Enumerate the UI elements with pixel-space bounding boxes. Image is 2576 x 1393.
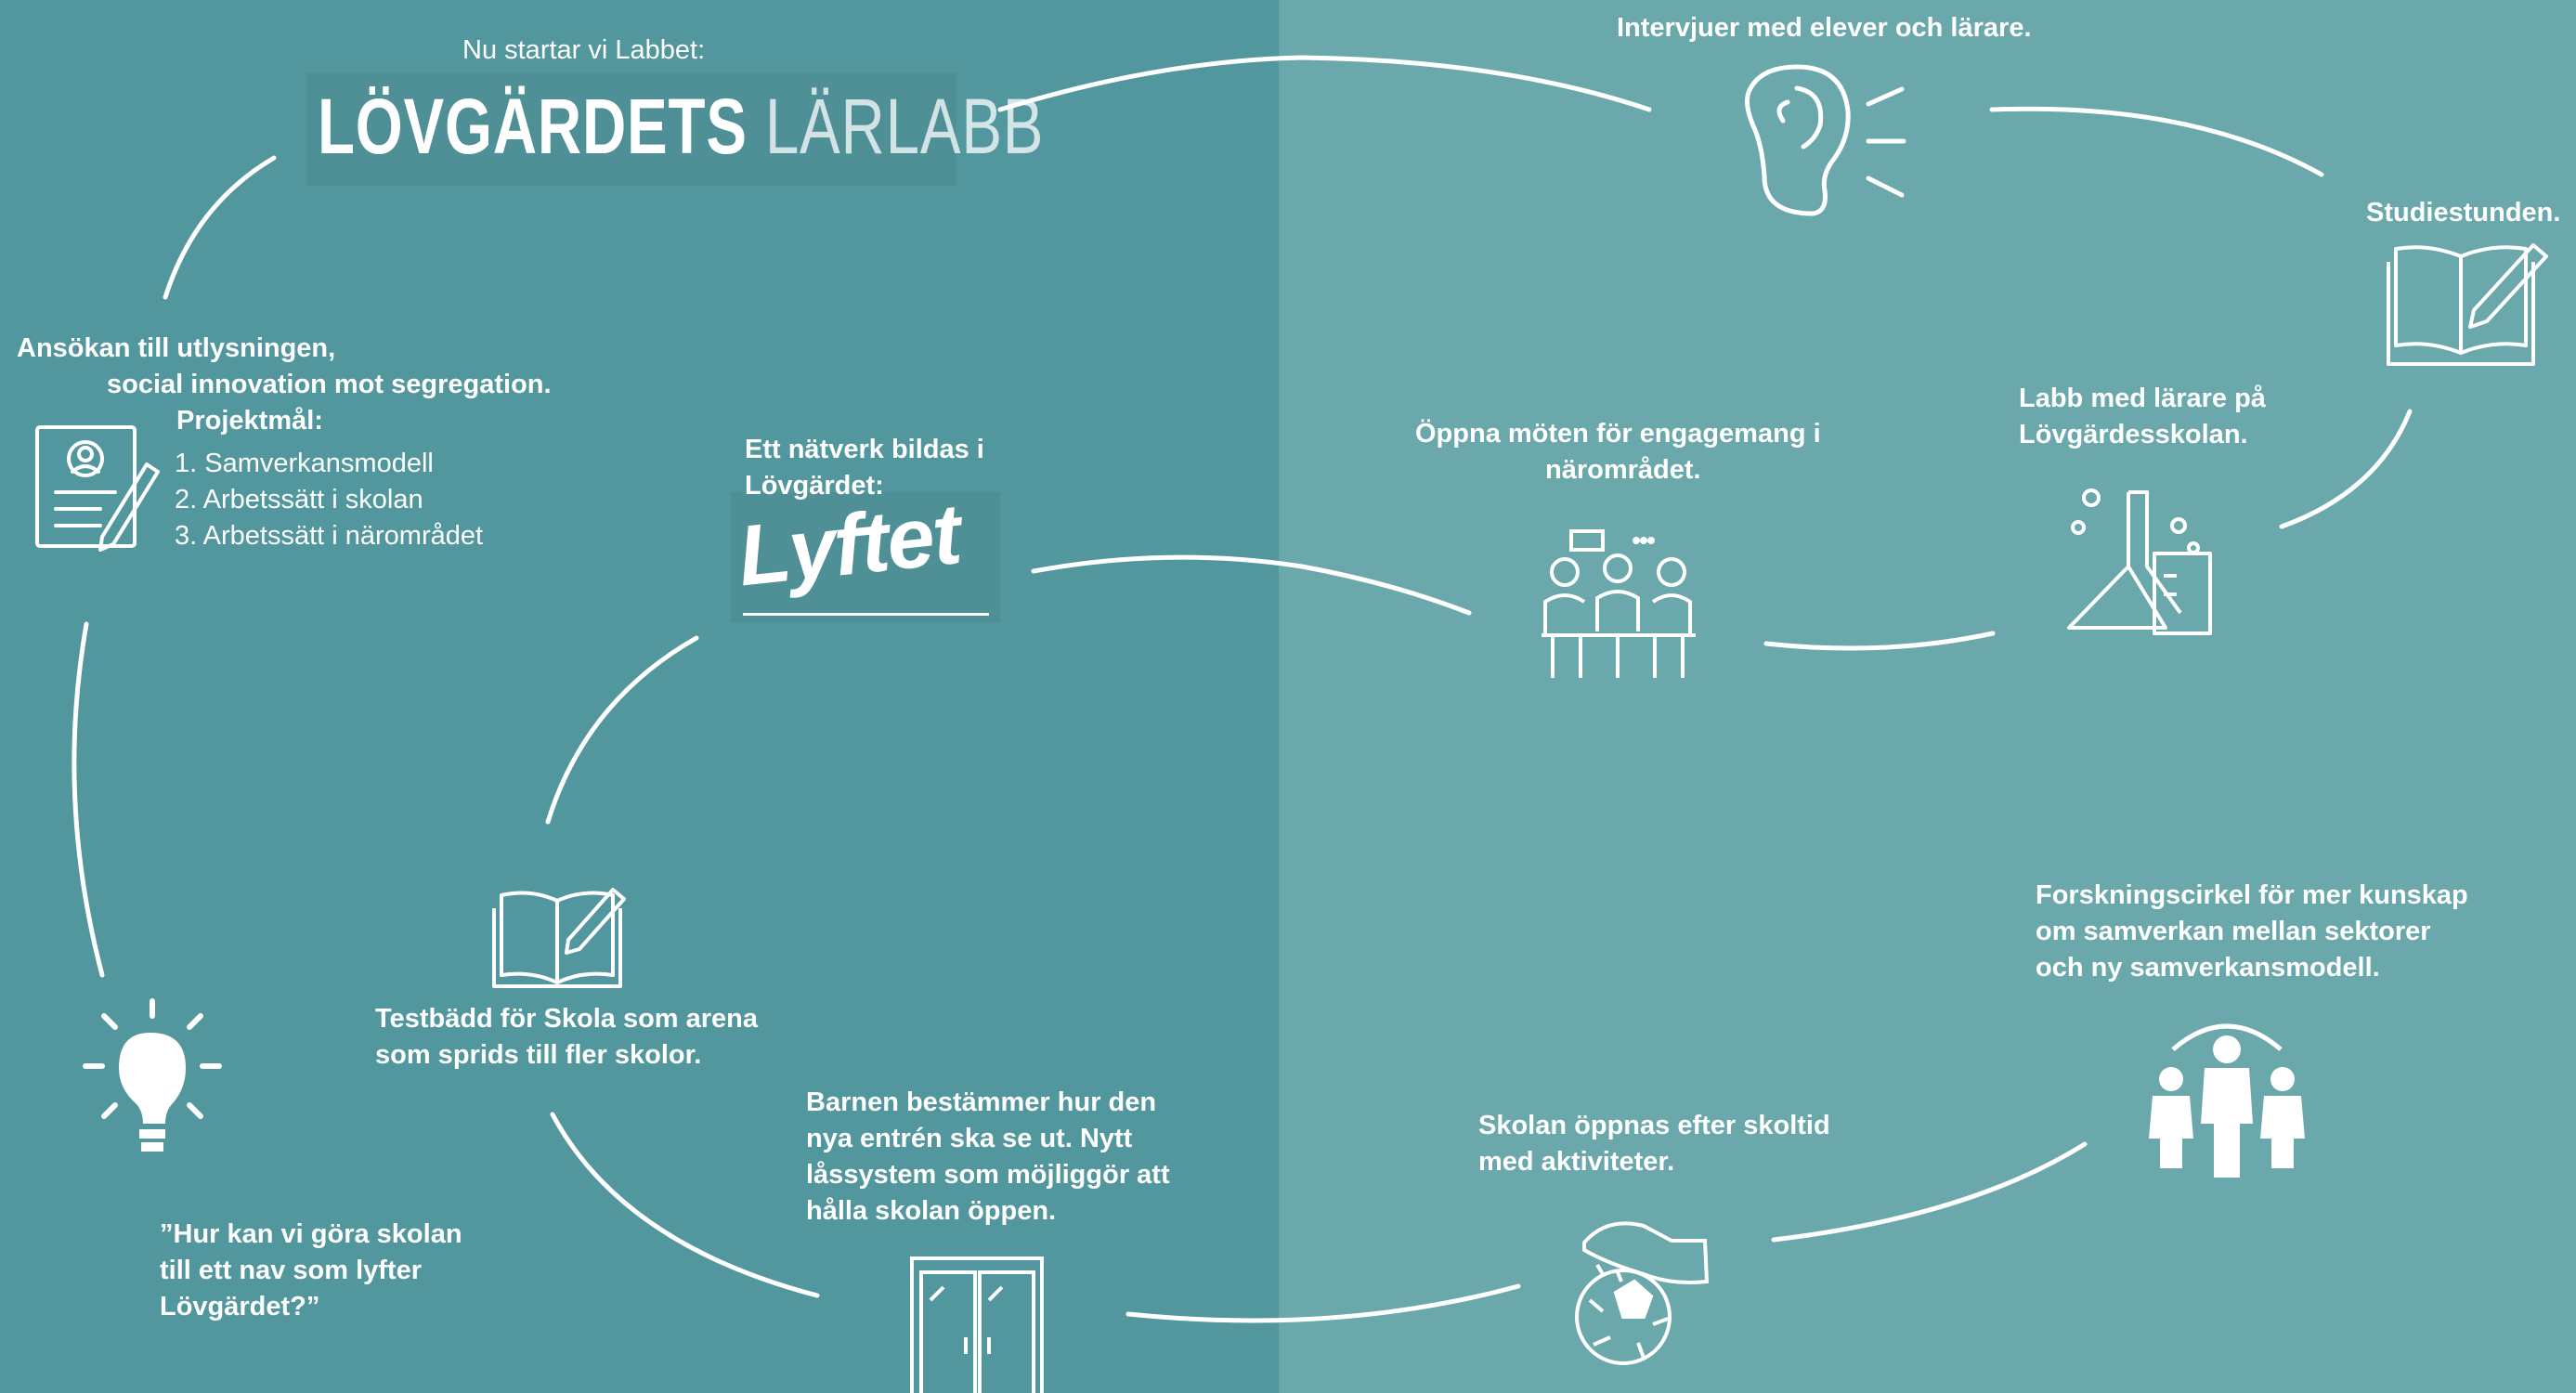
goal-3: 3. Arbetssätt i närområdet bbox=[175, 521, 484, 551]
lab-text-1: Labb med lärare på bbox=[2019, 384, 2266, 413]
open-book-pen-icon bbox=[2387, 243, 2548, 366]
network-text-2: Lövgärdet: bbox=[745, 471, 884, 501]
arc-logo-to-interviews bbox=[997, 55, 1652, 112]
arc-network-to-meetings bbox=[1031, 554, 1472, 616]
project-goals-heading: Projektmål: bbox=[176, 406, 323, 436]
logo-main-word: LÖVGÄRDETS bbox=[318, 83, 748, 170]
arc-interviews-to-studyhour bbox=[1989, 106, 2324, 177]
research-text-2: om samverkan mellan sektorer bbox=[2036, 917, 2431, 946]
arc-application-to-question bbox=[72, 621, 105, 978]
school-open-text-2: med aktiviteter. bbox=[1478, 1147, 1675, 1177]
arc-door-to-football bbox=[1125, 1283, 1521, 1323]
arc-question-to-testbed bbox=[550, 1112, 820, 1298]
application-text-2: social innovation mot segregation. bbox=[107, 370, 552, 399]
arc-football-to-team bbox=[1771, 1141, 2088, 1243]
testbed-text-1: Testbädd för Skola som arena bbox=[375, 1004, 759, 1034]
question-text-3: Lövgärdet?” bbox=[160, 1292, 320, 1321]
children-text-2: nya entrén ska se ut. Nytt bbox=[806, 1124, 1133, 1153]
study-hour-text: Studiestunden. bbox=[2366, 198, 2561, 228]
meeting-icon bbox=[1542, 529, 1696, 678]
research-text-1: Forskningscirkel för mer kunskap bbox=[2036, 880, 2468, 910]
children-text-3: låssystem som möjliggör att bbox=[806, 1160, 1170, 1190]
arc-logo-to-application bbox=[163, 155, 277, 300]
lovgardets-larlabb-logo: LÖVGÄRDETS LÄRLABB bbox=[318, 82, 1044, 172]
interviews-text: Intervjuer med elever och lärare. bbox=[1617, 13, 2032, 43]
logo-sub-word: LÄRLABB bbox=[764, 83, 1045, 170]
school-open-text-1: Skolan öppnas efter skoltid bbox=[1478, 1111, 1830, 1140]
question-text-1: ”Hur kan vi göra skolan bbox=[160, 1219, 462, 1249]
lab-text-2: Lövgärdesskolan. bbox=[2019, 420, 2248, 449]
arc-meetings-to-lab bbox=[1763, 631, 1996, 651]
team-icon bbox=[2149, 1023, 2305, 1178]
document-pen-icon bbox=[35, 425, 160, 552]
background-right bbox=[1279, 0, 2576, 1393]
door-icon bbox=[910, 1256, 1044, 1393]
lightbulb-icon bbox=[83, 998, 222, 1152]
children-text-4: hålla skolan öppen. bbox=[806, 1196, 1057, 1226]
application-text-1: Ansökan till utlysningen, bbox=[17, 333, 336, 363]
arc-testbed-to-network bbox=[545, 635, 699, 825]
network-text-1: Ett nätverk bildas i bbox=[745, 435, 984, 464]
lovgardet-logo-backdrop bbox=[306, 72, 956, 186]
book-pen-icon bbox=[492, 888, 626, 988]
testbed-text-2: som sprids till fler skolor. bbox=[375, 1040, 702, 1070]
ear-icon bbox=[1744, 64, 1906, 216]
goal-2: 2. Arbetssätt i skolan bbox=[175, 485, 423, 514]
children-text-1: Barnen bestämmer hur den bbox=[806, 1087, 1157, 1117]
question-text-2: till ett nav som lyfter bbox=[160, 1256, 423, 1285]
meetings-text-2: närområdet. bbox=[1545, 455, 1701, 485]
goal-1: 1. Samverkansmodell bbox=[175, 449, 434, 478]
background-left bbox=[0, 0, 1279, 1393]
football-icon bbox=[1575, 1221, 1710, 1365]
start-text: Nu startar vi Labbet: bbox=[462, 35, 706, 65]
meetings-text-1: Öppna möten för engagemang i bbox=[1415, 419, 1821, 449]
lab-flask-icon bbox=[2067, 488, 2212, 635]
arc-lab-to-studyhour bbox=[2279, 409, 2413, 529]
lyftet-logo-backdrop bbox=[731, 492, 1000, 622]
research-text-3: och ny samverkansmodell. bbox=[2036, 953, 2380, 983]
lyftet-underline bbox=[743, 613, 989, 616]
